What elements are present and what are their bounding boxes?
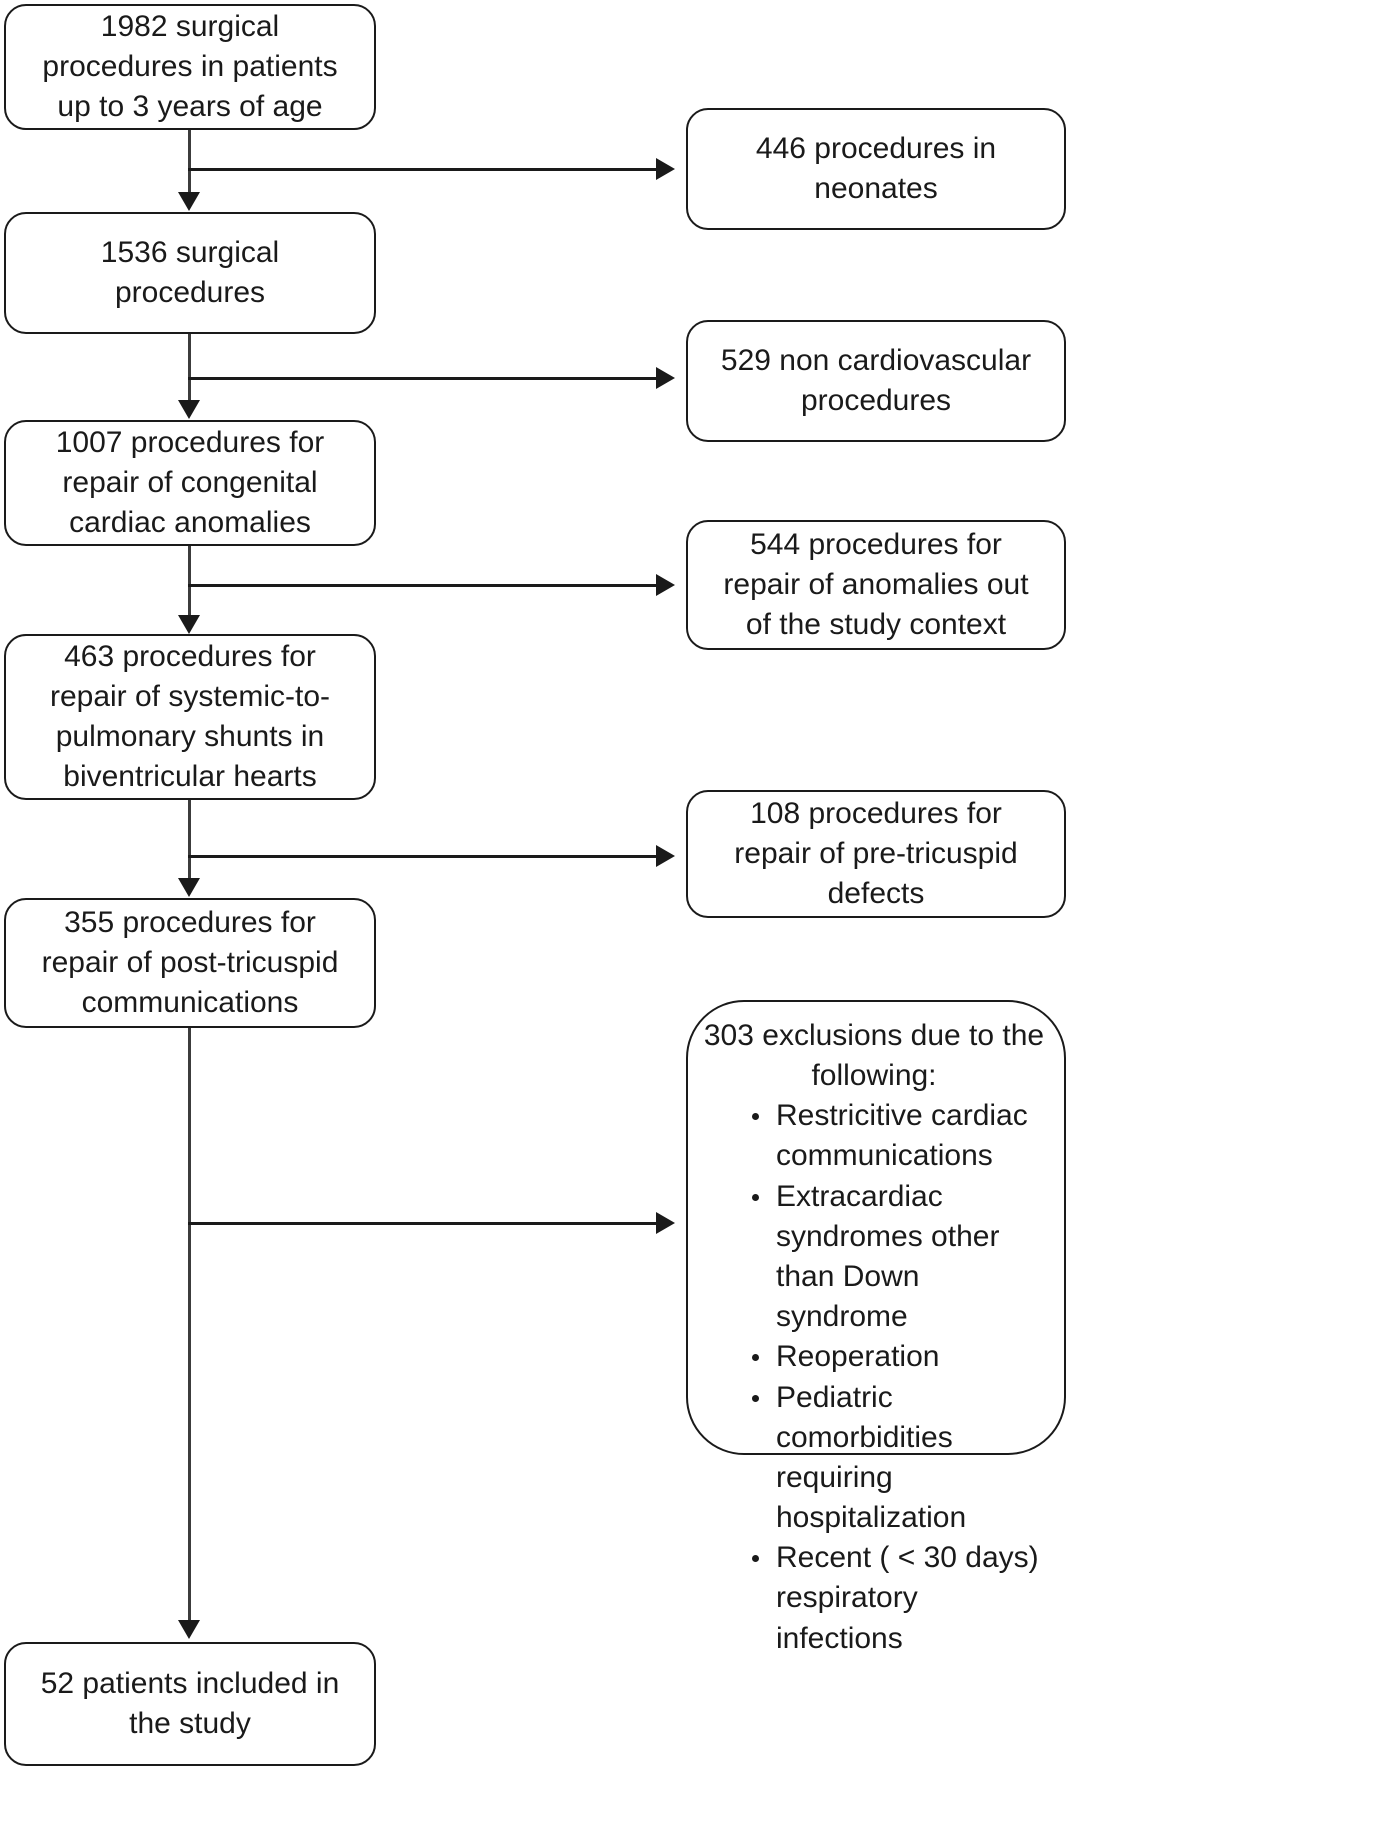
flow-node-463-label: 463 procedures for repair of systemic-to… <box>49 639 331 794</box>
flow-node-355-label: 355 procedures for repair of post-tricus… <box>41 905 339 1020</box>
flow-node-355: 355 procedures for repair of post-tricus… <box>4 898 376 1028</box>
branch-to-544 <box>188 584 658 587</box>
arrow-into-355 <box>178 878 200 897</box>
branch-to-108 <box>188 855 658 858</box>
flow-node-52: 52 patients included in the study <box>4 1642 376 1766</box>
exclusion-node-544-label: 544 procedures for repair of anomalies o… <box>723 527 1029 642</box>
exclusion-node-446-label: 446 procedures in neonates <box>755 131 997 205</box>
flow-node-1536-label: 1536 surgical procedures <box>100 235 280 309</box>
arrow-into-529 <box>656 367 675 389</box>
flow-node-1982: 1982 surgical procedures in patients up … <box>4 4 376 130</box>
arrow-into-446 <box>656 158 675 180</box>
arrow-into-52 <box>178 1620 200 1639</box>
connector-1007-to-463 <box>188 546 191 618</box>
exclusion-reason-item: Extracardiac syndromes other than Down s… <box>746 1177 1046 1338</box>
connector-1536-to-1007 <box>188 334 191 402</box>
flow-node-1536: 1536 surgical procedures <box>4 212 376 334</box>
connector-1982-to-1536 <box>188 130 191 194</box>
exclusion-node-529-label: 529 non cardiovascular procedures <box>720 343 1032 417</box>
exclusion-reasons-list: Restricitive cardiac communications Extr… <box>702 1096 1046 1659</box>
connector-355-to-52 <box>188 1028 191 1624</box>
branch-to-529 <box>188 377 658 380</box>
flow-node-1982-label: 1982 surgical procedures in patients up … <box>42 9 338 124</box>
branch-to-446 <box>188 168 658 171</box>
exclusion-node-529: 529 non cardiovascular procedures <box>686 320 1066 442</box>
exclusion-node-303-title: 303 exclusions due to the following: <box>703 1019 1045 1092</box>
flow-node-52-label: 52 patients included in the study <box>40 1666 340 1740</box>
flow-node-1007: 1007 procedures for repair of congenital… <box>4 420 376 546</box>
connector-463-to-355 <box>188 800 191 880</box>
branch-to-303 <box>188 1222 658 1225</box>
arrow-into-463 <box>178 615 200 634</box>
exclusion-reason-item: Pediatric comorbidities requiring hospit… <box>746 1378 1046 1539</box>
exclusion-node-446: 446 procedures in neonates <box>686 108 1066 230</box>
arrow-into-1536 <box>178 192 200 211</box>
exclusion-node-544: 544 procedures for repair of anomalies o… <box>686 520 1066 650</box>
arrow-into-544 <box>656 574 675 596</box>
flow-node-1007-label: 1007 procedures for repair of congenital… <box>55 425 325 540</box>
arrow-into-108 <box>656 845 675 867</box>
exclusion-node-108: 108 procedures for repair of pre-tricusp… <box>686 790 1066 918</box>
exclusion-node-303: 303 exclusions due to the following: Res… <box>686 1000 1066 1655</box>
exclusion-reason-item: Reoperation <box>746 1337 1046 1377</box>
flow-node-463: 463 procedures for repair of systemic-to… <box>4 634 376 800</box>
exclusion-reason-item: Recent ( < 30 days) respiratory infectio… <box>746 1538 1046 1659</box>
exclusion-reason-item: Restricitive cardiac communications <box>746 1096 1046 1176</box>
arrow-into-303 <box>656 1212 675 1234</box>
exclusion-node-108-label: 108 procedures for repair of pre-tricusp… <box>734 796 1018 911</box>
arrow-into-1007 <box>178 400 200 419</box>
